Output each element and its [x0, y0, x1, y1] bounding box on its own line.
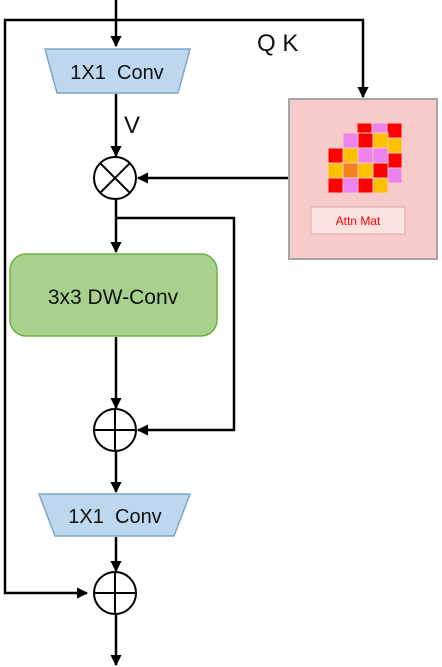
- attn-cell: [386, 122, 403, 139]
- connections: [3, 0, 369, 667]
- conv-bottom-block: 1X1 Conv: [37, 493, 192, 537]
- attn-cell: [386, 152, 403, 169]
- skip-connection-arrow: [3, 18, 116, 599]
- attn-cell: [386, 167, 403, 184]
- multiply-operator: [93, 156, 137, 200]
- conv-top-label: 1X1 Conv: [70, 62, 163, 84]
- attn-cell: [327, 162, 344, 179]
- dw-conv-block: 3x3 DW-Conv: [9, 253, 218, 337]
- inner-skip-arrow: [116, 216, 236, 436]
- conv-top-block: 1X1 Conv: [44, 48, 191, 94]
- attn-cell: [372, 147, 389, 164]
- attn-cell: [357, 162, 374, 179]
- attn-cell: [386, 137, 403, 154]
- attention-caption: Attn Mat: [336, 214, 381, 228]
- attn-cell: [357, 177, 374, 194]
- attention-caption-box: [310, 206, 406, 235]
- add-operator: [93, 408, 137, 452]
- attn-cell: [357, 132, 374, 149]
- attn-cell: [327, 147, 344, 164]
- v-label: V: [124, 112, 140, 139]
- attn-cell: [342, 162, 359, 179]
- attention-grid-icon: [327, 122, 403, 194]
- dw-conv-label: 3x3 DW-Conv: [48, 286, 179, 309]
- attention-matrix-block: Attn Mat: [288, 98, 438, 260]
- attn-cell: [342, 132, 359, 149]
- conv-top-shape: [44, 48, 191, 94]
- conv-bottom-label: 1X1 Conv: [68, 506, 161, 528]
- attn-cell: [372, 177, 389, 194]
- dw-conv-shape: [9, 253, 218, 337]
- multiply-cross-b: [99, 162, 131, 194]
- final-add-operator: [93, 571, 137, 615]
- attn-cell: [357, 147, 374, 164]
- qk-arrow: [116, 18, 369, 99]
- attn-cell: [372, 162, 389, 179]
- attn-cell: [342, 177, 359, 194]
- attn-cell: [327, 177, 344, 194]
- conv-bottom-shape: [37, 493, 192, 537]
- attn-cell: [372, 132, 389, 149]
- attn-cell: [342, 147, 359, 164]
- qk-label: Q K: [257, 30, 298, 57]
